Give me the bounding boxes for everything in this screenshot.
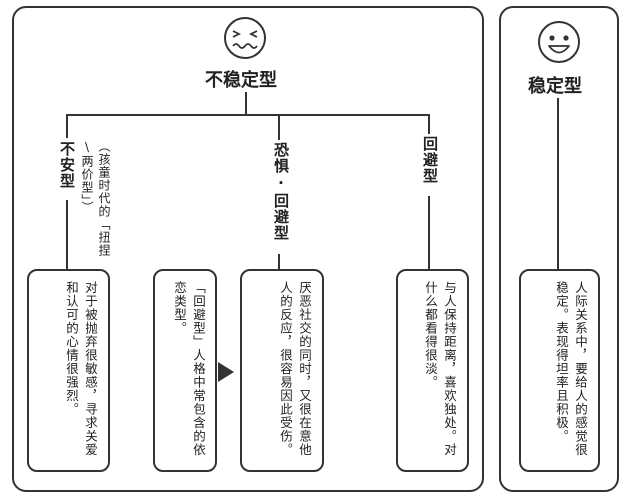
branch-line-avoidant [428, 114, 430, 134]
branch-note-anxious: （孩童时代的「扭捏\两价型」） [80, 140, 111, 257]
smiling-face-icon [538, 21, 580, 63]
connector-avoidant [428, 196, 430, 271]
branch-line-fearful [278, 114, 280, 140]
tree-crossbar [66, 114, 430, 116]
connector-stable [557, 98, 559, 271]
card-fearful: 厌恶社交的同时，又很在意他人的反应，很容易因此受伤。 [240, 269, 324, 472]
card-fearful-origin-text: 「回避型」人格中常包含的依恋类型。 [172, 281, 206, 457]
card-fearful-origin: 「回避型」人格中常包含的依恋类型。 [153, 269, 217, 472]
stable-title: 稳定型 [528, 76, 582, 97]
card-avoidant: 与人保持距离，喜欢独处。对什么都看得很淡。 [396, 269, 469, 472]
right-arrow-icon [218, 362, 234, 382]
tree-trunk [245, 92, 247, 115]
card-anxious-text: 对于被抛弃很敏感，寻求关爱和认可的心情很强烈。 [64, 281, 98, 457]
card-stable-text: 人际关系中，要给人的感觉很稳定。表现得坦率且积极。 [554, 281, 588, 457]
connector-fearful [278, 254, 280, 271]
card-stable: 人际关系中，要给人的感觉很稳定。表现得坦率且积极。 [519, 269, 600, 472]
card-fearful-text: 厌恶社交的同时，又很在意他人的反应，很容易因此受伤。 [278, 281, 312, 457]
card-anxious: 对于被抛弃很敏感，寻求关爱和认可的心情很强烈。 [27, 269, 110, 472]
connector-anxious [66, 200, 68, 271]
card-avoidant-text: 与人保持距离，喜欢独处。对什么都看得很淡。 [423, 281, 457, 457]
branch-line-anxious [66, 114, 68, 138]
branch-label-fearful: 恐惧·回避型 [272, 142, 290, 241]
unstable-title: 不稳定型 [205, 70, 277, 91]
branch-label-anxious: 不安型 [58, 141, 76, 189]
branch-label-avoidant: 回避型 [421, 136, 439, 184]
troubled-face-icon [224, 17, 266, 59]
